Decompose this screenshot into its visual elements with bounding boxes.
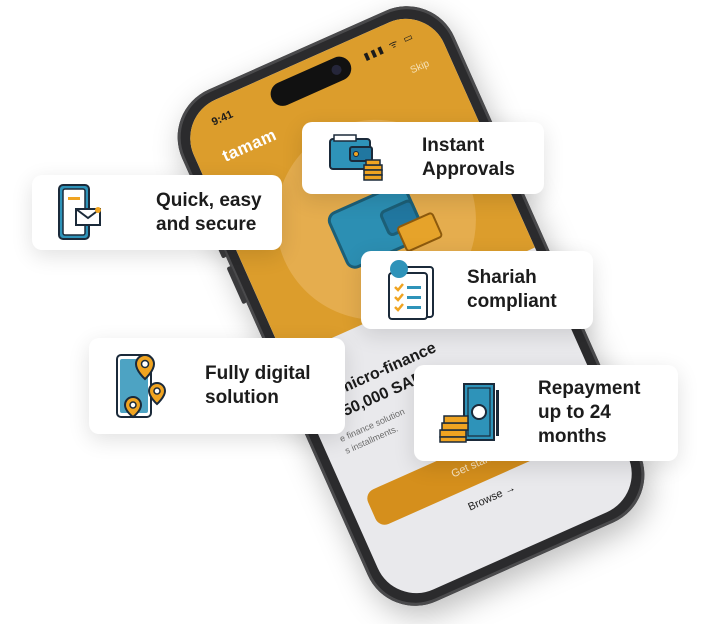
feature-card-shariah-compliant: Shariah compliant	[361, 251, 593, 329]
feature-card-quick-easy-secure: Quick, easy and secure	[32, 175, 282, 250]
camera-icon	[329, 63, 344, 77]
card-label: Quick, easy and secure	[156, 189, 262, 235]
card-label: Repayment up to 24 months	[538, 378, 641, 447]
wallet-icon	[326, 133, 388, 183]
phone-mail-icon	[54, 183, 104, 243]
phone-mockup: 9:41 ▮▮▮ ᯤ ▭ tamam Skip nt micro-finance…	[160, 0, 662, 623]
feature-card-repayment: Repayment up to 24 months	[414, 365, 678, 461]
feature-card-instant-approvals: Instant Approvals	[302, 122, 544, 194]
banknote-coins-icon	[438, 382, 502, 444]
feature-card-fully-digital: Fully digital solution	[89, 338, 345, 434]
certificate-checklist-icon	[385, 259, 439, 321]
map-pin-phone-icon	[111, 351, 167, 421]
card-label: Fully digital solution	[205, 363, 311, 408]
card-label: Shariah compliant	[467, 267, 557, 312]
card-label: Instant Approvals	[422, 135, 515, 180]
